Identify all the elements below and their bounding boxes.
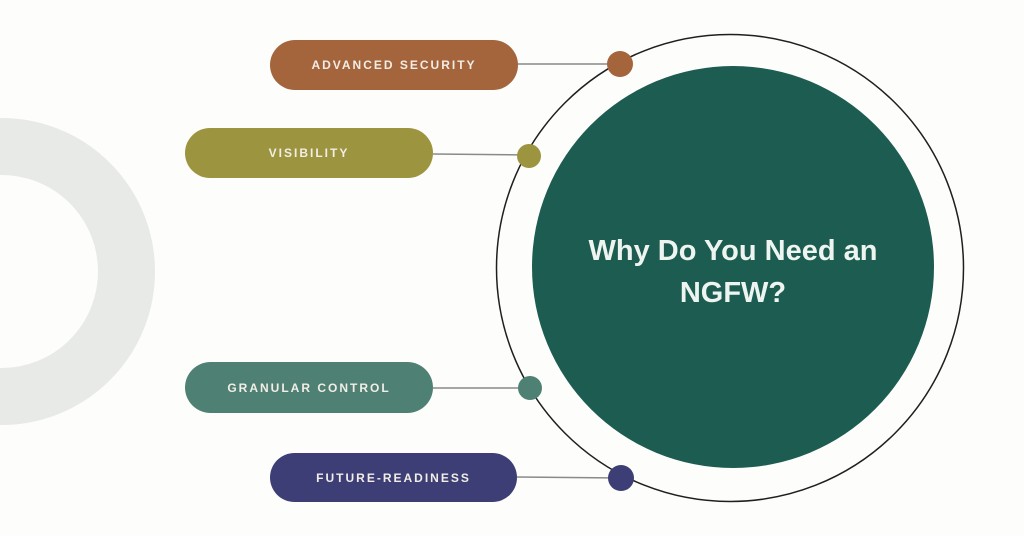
outer-orbit-circle [495, 33, 965, 503]
connector-line-visibility [432, 153, 530, 156]
pill-label-future-readiness: FUTURE-READINESS [316, 470, 471, 485]
node-dot-advanced-security [607, 51, 633, 77]
pill-granular-control: GRANULAR CONTROL [185, 362, 433, 413]
pill-label-visibility: VISIBILITY [268, 146, 350, 160]
main-circle [532, 66, 934, 468]
pill-visibility: VISIBILITY [185, 128, 433, 178]
pill-advanced-security: ADVANCED SECURITY [270, 40, 518, 90]
node-dot-granular-control [518, 376, 542, 400]
pill-future-readiness: FUTURE-READINESS [270, 453, 517, 502]
center-title-line-1: Why Do You Need an [588, 235, 878, 267]
node-dot-future-readiness [608, 465, 634, 491]
center-title-line-2: NGFW? [679, 277, 787, 309]
center-title: Why Do You Need an NGFW? [553, 230, 913, 314]
connector-line-future-readiness [516, 476, 622, 479]
pill-label-granular-control: GRANULAR CONTROL [227, 380, 391, 395]
pill-label-advanced-security: ADVANCED SECURITY [311, 58, 477, 72]
node-dot-visibility [517, 144, 541, 168]
